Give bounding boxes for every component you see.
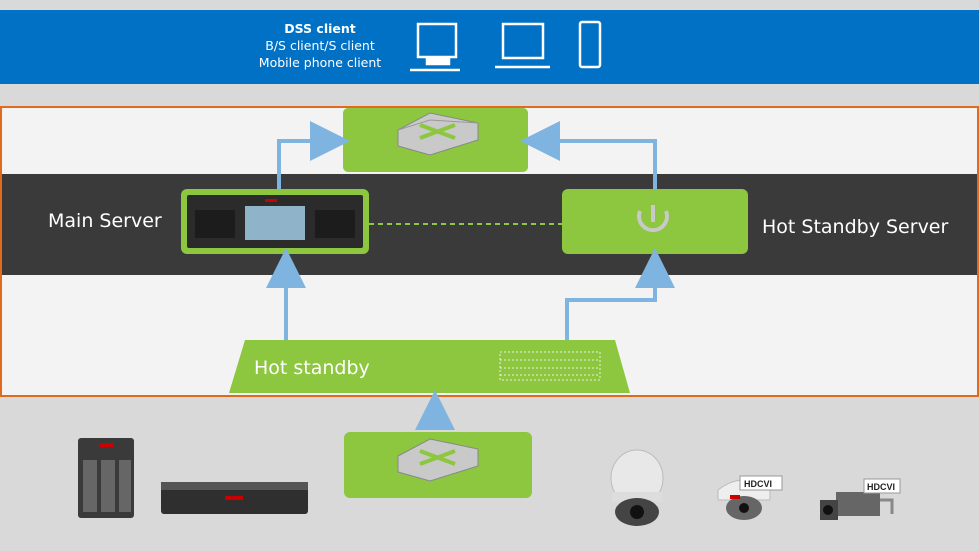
hdcvi-badge-box: HDCVI xyxy=(867,482,895,492)
client-list: DSS client B/S client/S client Mobile ph… xyxy=(240,20,400,71)
main-server xyxy=(181,189,369,254)
storage-label: Hot standby xyxy=(254,357,370,379)
phone-icon xyxy=(578,20,602,69)
client-line-mobile: Mobile phone client xyxy=(258,55,382,70)
ptz-dome-camera xyxy=(610,449,664,526)
standby-server xyxy=(562,189,748,254)
hdcvi-badge-dome: HDCVI xyxy=(744,479,772,489)
client-line-dss: DSS client xyxy=(284,21,356,36)
main-server-label: Main Server xyxy=(48,210,162,232)
client-bar xyxy=(0,10,979,84)
client-line-bs: B/S client/S client xyxy=(265,38,375,53)
hot-standby-storage xyxy=(229,340,630,393)
core-switch xyxy=(343,108,528,172)
desktop-icon xyxy=(410,22,460,72)
hdcvi-box-camera xyxy=(820,478,901,520)
arrow-storage-to-standby xyxy=(565,248,675,340)
standby-server-label: Hot Standby Server xyxy=(762,216,948,238)
laptop-icon xyxy=(495,22,550,69)
nvr-rack xyxy=(161,482,308,514)
access-switch xyxy=(344,432,532,498)
arrow-standby-to-switch xyxy=(520,121,657,189)
nvr-tower xyxy=(78,438,134,518)
hdcvi-dome-camera xyxy=(717,475,783,520)
arrow-main-to-switch xyxy=(277,121,350,189)
